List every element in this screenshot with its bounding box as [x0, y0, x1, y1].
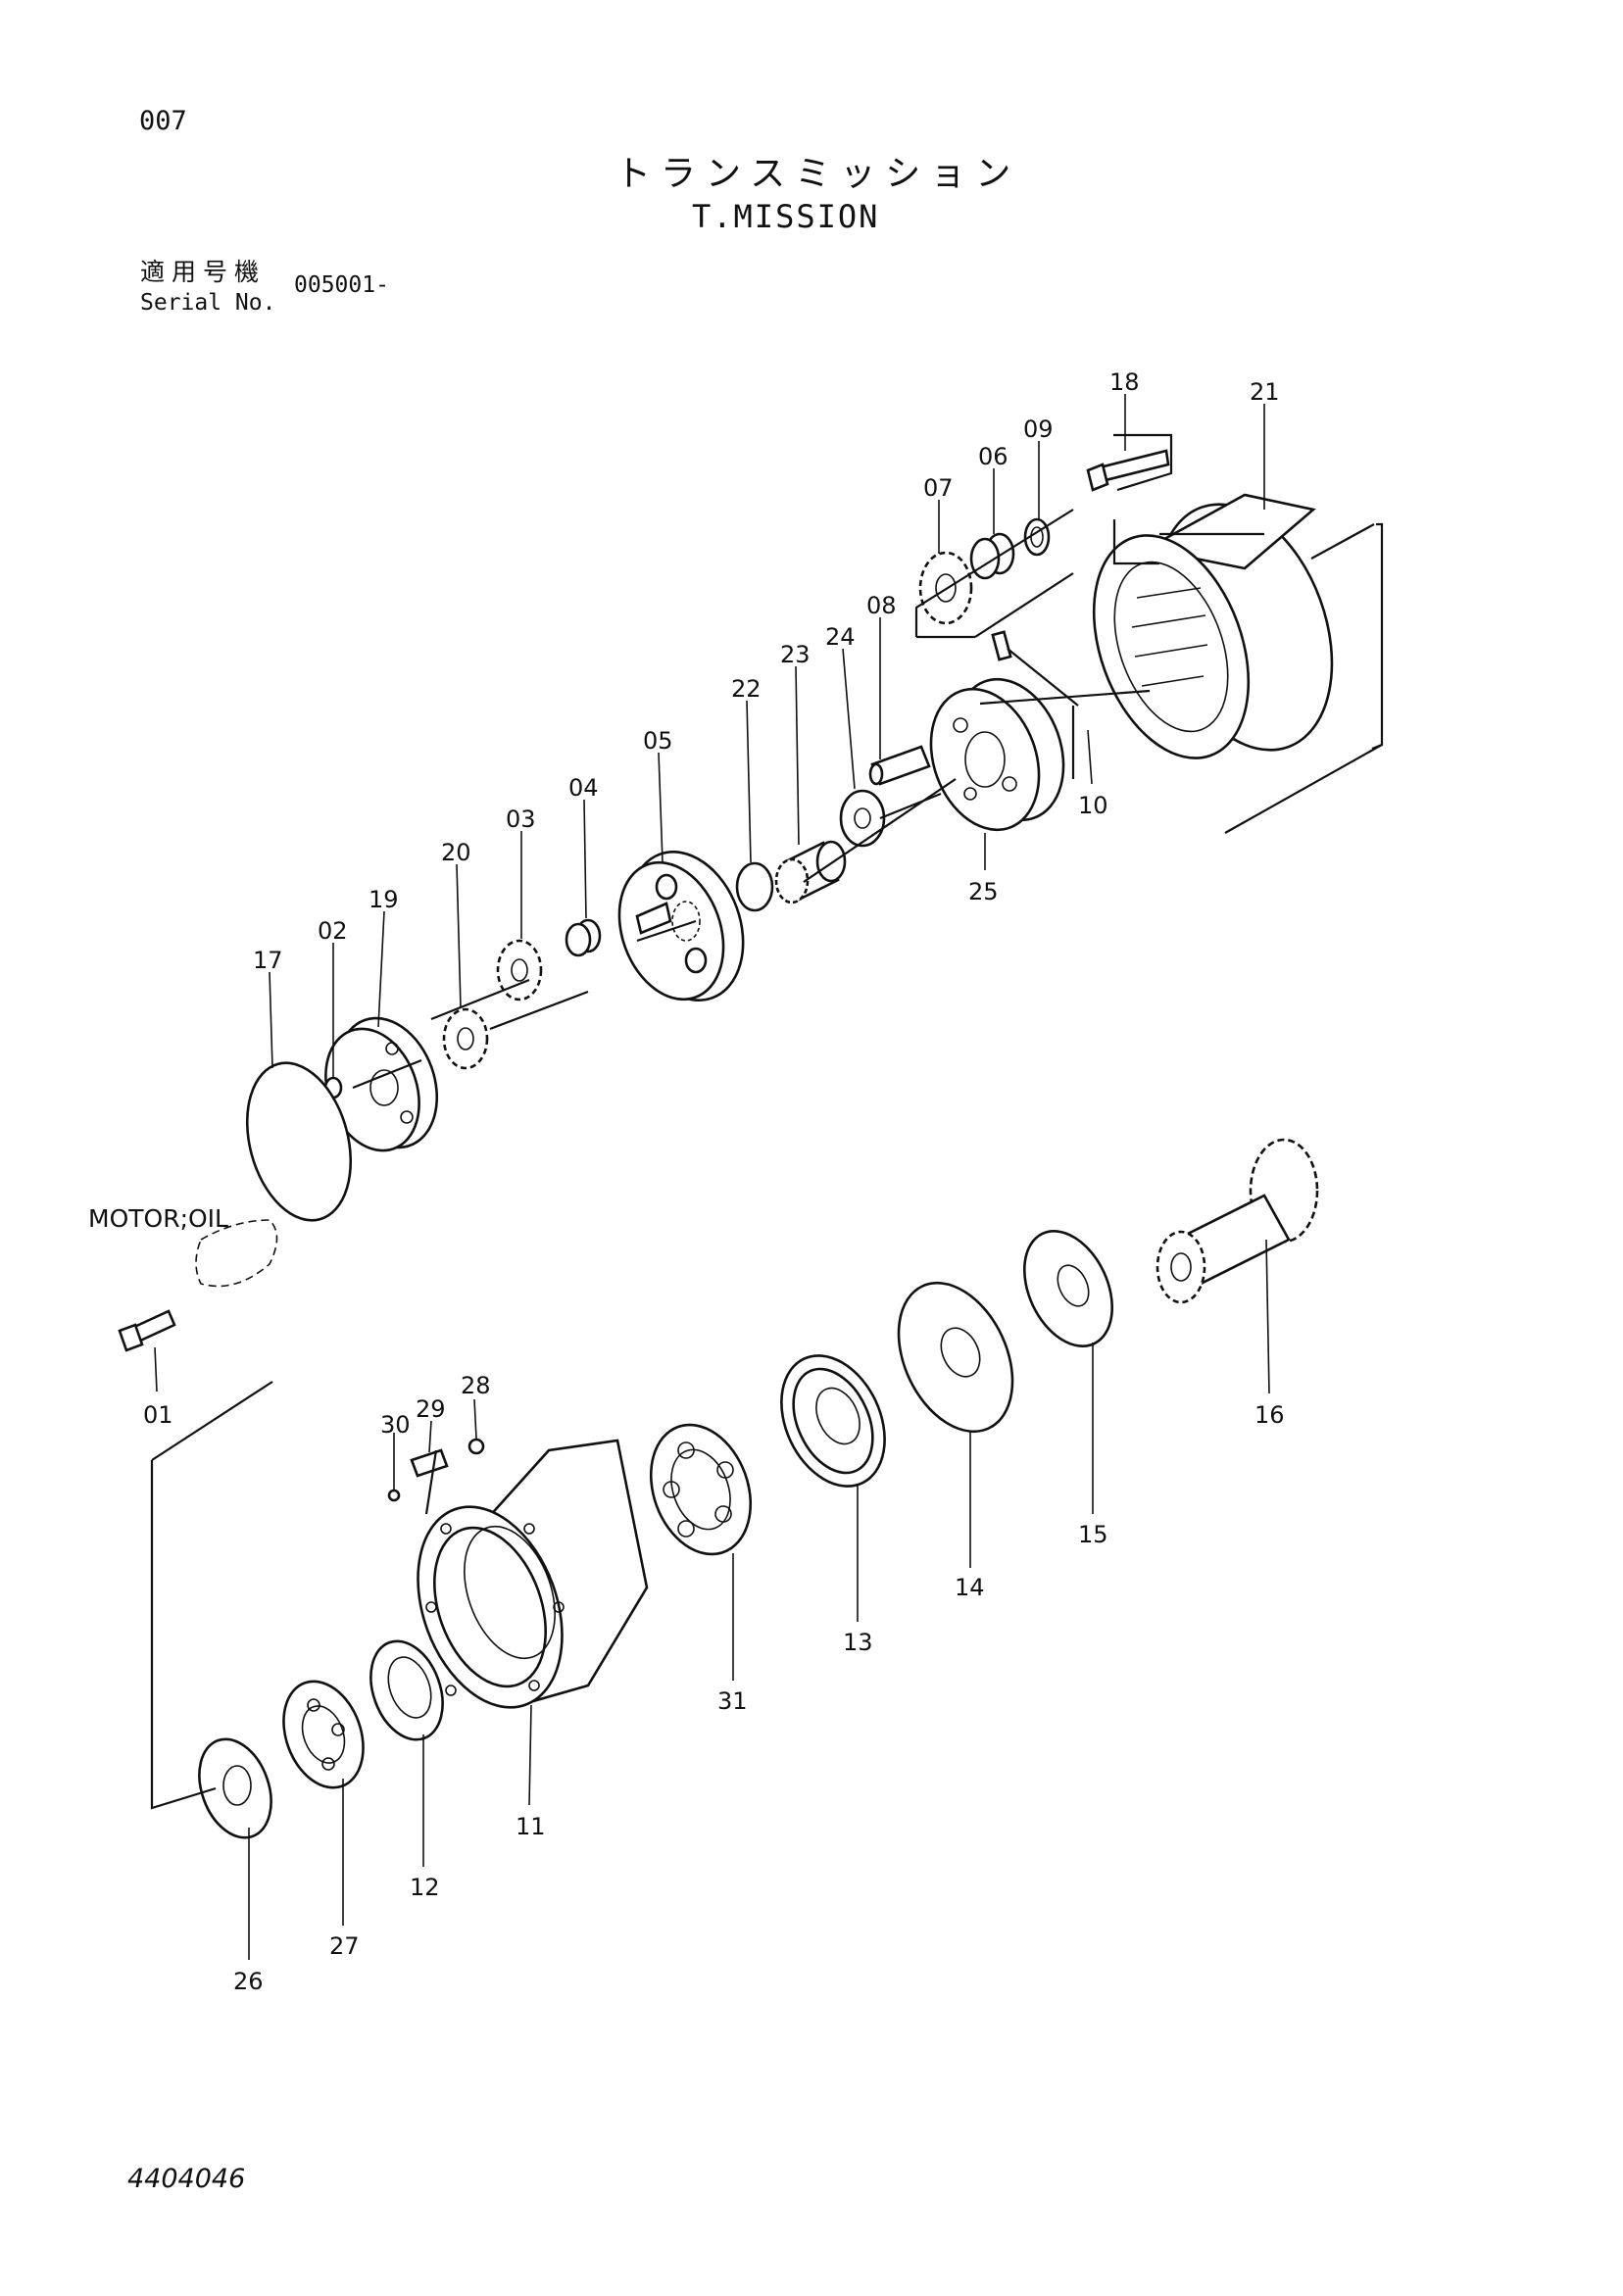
o-ring-17[interactable] [230, 1051, 367, 1232]
roller-bearing-27[interactable] [270, 1670, 377, 1798]
floating-seal-13[interactable] [762, 1339, 905, 1502]
ring-gear-housing-21[interactable] [1065, 480, 1364, 780]
motor-oil-note: MOTOR;OIL [88, 1204, 228, 1233]
callout-16: 16 [1254, 1401, 1285, 1429]
callout-14: 14 [955, 1574, 985, 1601]
callout-22: 22 [731, 675, 762, 703]
callout-30: 30 [380, 1411, 411, 1439]
callout-27: 27 [329, 1932, 360, 1960]
serial-value: 005001- [294, 272, 389, 298]
output-shaft-16[interactable] [1156, 1138, 1319, 1304]
bolt-18[interactable] [1086, 449, 1170, 492]
callout-labels: 18 21 09 06 07 08 10 25 24 23 22 05 04 0… [88, 368, 1285, 1995]
callout-07: 07 [923, 474, 954, 502]
shaft-08[interactable] [868, 745, 931, 786]
callout-19: 19 [369, 886, 399, 913]
callout-25: 25 [968, 878, 999, 905]
thrust-washer-14[interactable] [876, 1265, 1035, 1450]
callout-04: 04 [568, 774, 599, 802]
thrust-washer-24[interactable] [839, 789, 886, 848]
callout-leaders [154, 394, 1270, 1960]
callout-23: 23 [780, 641, 811, 668]
callout-21: 21 [1250, 378, 1280, 406]
thrust-plate-19[interactable] [310, 1004, 455, 1164]
sun-gear-23[interactable] [774, 840, 847, 904]
callout-28: 28 [461, 1372, 491, 1399]
callout-01: 01 [143, 1401, 173, 1429]
callout-18: 18 [1109, 368, 1140, 396]
housing-11[interactable] [392, 1439, 649, 1728]
planetary-carrier-05[interactable] [601, 836, 762, 1016]
roller-bearing-31[interactable] [634, 1411, 768, 1569]
callout-26: 26 [233, 1968, 264, 1995]
callout-29: 29 [416, 1395, 446, 1423]
document-code: 4404046 [127, 2164, 246, 2194]
planetary-gear-20[interactable] [442, 1007, 489, 1070]
name-plate-29[interactable] [410, 1448, 449, 1478]
callout-15: 15 [1078, 1521, 1108, 1548]
thrust-washer-15[interactable] [1008, 1217, 1130, 1360]
callout-09: 09 [1023, 415, 1054, 443]
cover-26[interactable] [186, 1730, 283, 1848]
serial-label-japanese: 適用号機 [140, 258, 267, 286]
plug-28[interactable] [467, 1438, 485, 1455]
callout-03: 03 [506, 806, 536, 833]
callout-12: 12 [410, 1874, 440, 1901]
callout-20: 20 [441, 839, 471, 866]
page-title-japanese: トランスミッション [615, 154, 1021, 194]
page-number: 007 [139, 106, 187, 136]
callout-24: 24 [825, 623, 856, 651]
callout-02: 02 [318, 917, 348, 945]
pin-10[interactable] [991, 630, 1012, 661]
planetary-gear-03[interactable] [496, 939, 543, 1001]
callout-06: 06 [978, 443, 1008, 470]
callout-11: 11 [516, 1813, 546, 1840]
motor-outline [195, 1219, 278, 1288]
callout-13: 13 [843, 1629, 873, 1656]
callout-31: 31 [717, 1687, 748, 1715]
snap-ring-22[interactable] [735, 861, 774, 912]
callout-17: 17 [253, 947, 283, 974]
callout-10: 10 [1078, 792, 1108, 819]
bolt-01[interactable] [118, 1309, 176, 1352]
page-title: T.MISSION [692, 198, 880, 235]
callout-05: 05 [643, 727, 673, 755]
screw-30[interactable] [387, 1489, 401, 1502]
leader-lines [150, 433, 1384, 1810]
planetary-carrier-25[interactable] [912, 664, 1082, 846]
serial-label: Serial No. [140, 290, 276, 316]
needle-bearing-06[interactable] [969, 532, 1015, 580]
needle-bearing-04[interactable] [565, 918, 602, 957]
callout-08: 08 [866, 592, 897, 619]
